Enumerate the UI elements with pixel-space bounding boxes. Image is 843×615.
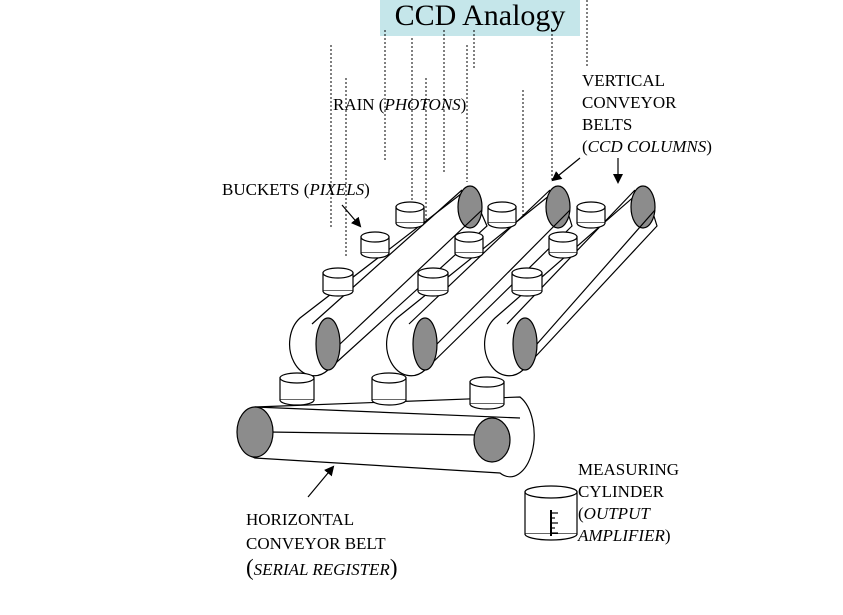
bucket: [279, 372, 315, 406]
bucket: [417, 267, 449, 297]
bucket: [395, 201, 425, 229]
horizontal-buckets: [279, 372, 505, 410]
bucket: [469, 376, 505, 410]
bucket: [371, 372, 407, 406]
arrow-horizontal-belt: [307, 465, 335, 498]
horizontal-belt-label: HORIZONTAL CONVEYOR BELT (SERIAL REGISTE…: [246, 510, 398, 580]
arrows: [307, 157, 623, 498]
vertical-buckets: [322, 201, 606, 297]
roller: [545, 185, 571, 229]
vertical-belt-3: [484, 185, 658, 377]
bucket: [487, 201, 517, 229]
horizontal-belt: [236, 396, 535, 478]
roller: [473, 417, 511, 463]
bucket: [548, 231, 578, 259]
bucket: [511, 267, 543, 297]
vertical-belt-2: [386, 185, 573, 377]
arrow-vertical-belt-a: [551, 157, 581, 182]
bucket: [322, 267, 354, 297]
roller: [315, 317, 341, 371]
bucket: [576, 201, 606, 229]
roller: [412, 317, 438, 371]
diagram-title: CCD Analogy: [380, 0, 580, 36]
measuring-cylinder: [524, 485, 578, 541]
vertical-belt-1: [289, 185, 488, 377]
vertical-belts-label: VERTICAL CONVEYOR BELTS (CCD COLUMNS): [582, 71, 712, 156]
buckets-label: BUCKETS (PIXELS): [222, 180, 370, 199]
roller: [630, 185, 656, 229]
bucket: [360, 231, 390, 259]
rain-label: RAIN (PHOTONS): [333, 95, 467, 114]
roller: [457, 185, 483, 229]
measuring-cylinder-label: MEASURING CYLINDER (OUTPUT AMPLIFIER): [578, 460, 680, 545]
bucket: [454, 231, 484, 259]
arrow-buckets: [341, 204, 362, 228]
roller: [512, 317, 538, 371]
roller: [236, 406, 274, 458]
